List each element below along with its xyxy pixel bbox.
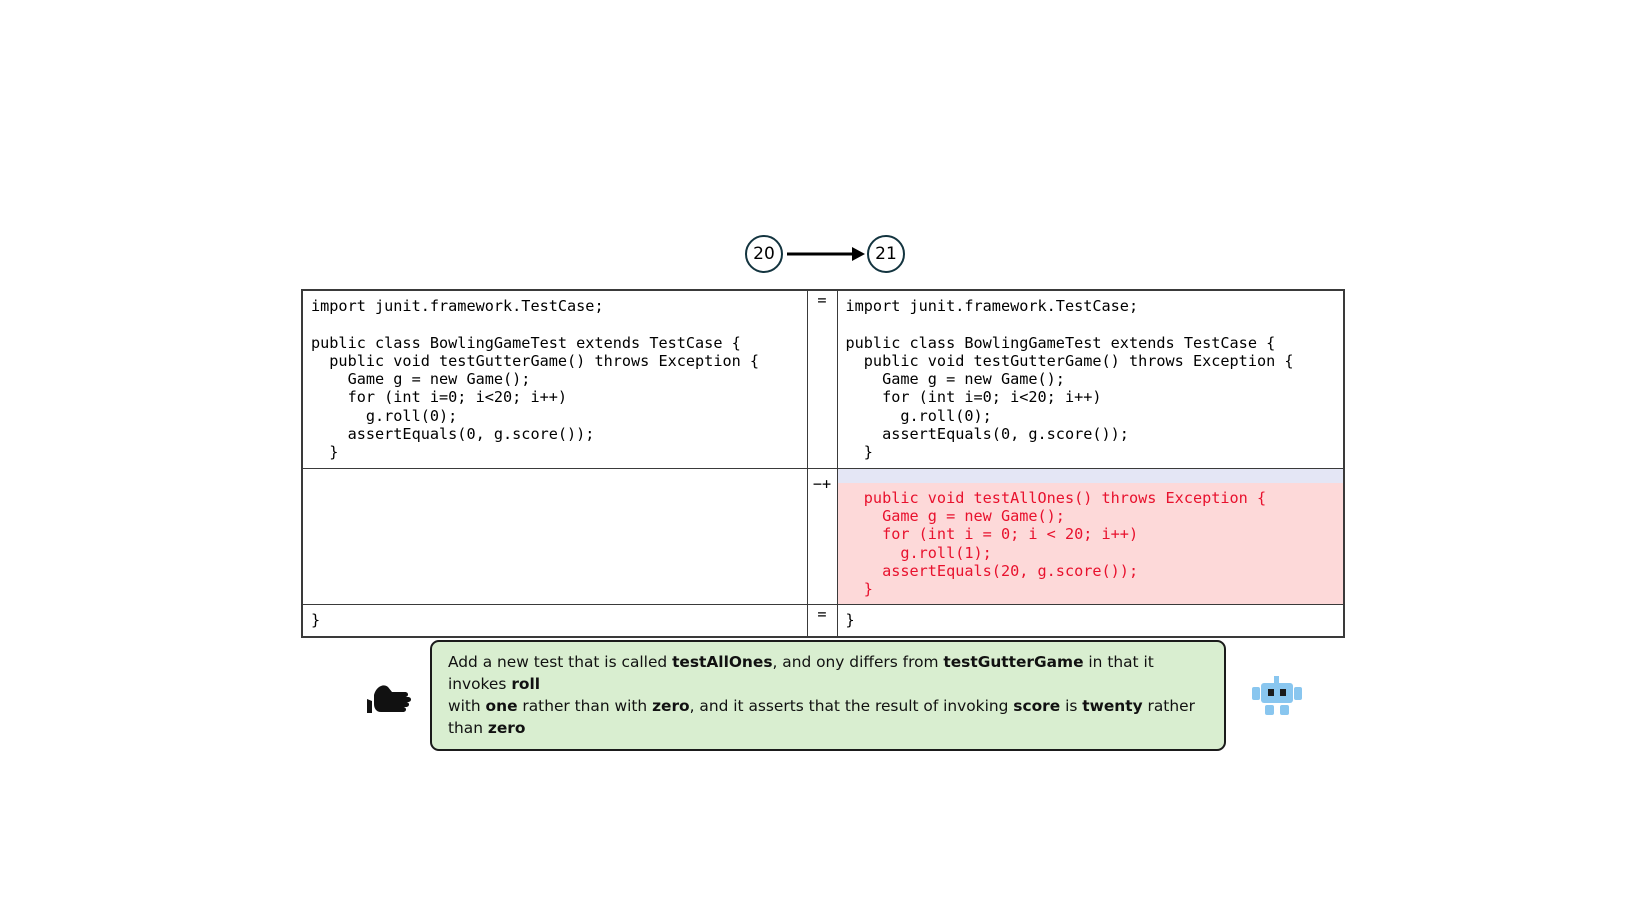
instruction-bold-testallones: testAllOnes	[672, 653, 773, 671]
diff-marker-added: −+	[806, 467, 838, 606]
robot-icon	[1248, 674, 1306, 718]
arrow-head	[852, 247, 865, 261]
instruction-text-2c: , and it asserts that the result of invo…	[689, 697, 1014, 715]
diff-right-cell-unchanged-top: import junit.framework.TestCase; public …	[836, 289, 1345, 469]
diff-left-cell-unchanged-top: import junit.framework.TestCase; public …	[301, 289, 808, 469]
diff-right-cell-unchanged-bottom: }	[836, 604, 1345, 638]
instruction-bold-one: one	[485, 697, 518, 715]
instruction-banner: Add a new test that is called testAllOne…	[430, 640, 1226, 751]
instruction-bold-testguttergame: testGutterGame	[943, 653, 1084, 671]
instruction-line-1: Add a new test that is called testAllOne…	[448, 651, 1208, 695]
diff-left-cell-added	[301, 467, 808, 606]
diff-table: import junit.framework.TestCase; public …	[301, 289, 1345, 638]
code-block-left-closing: }	[311, 611, 321, 630]
diff-right-cell-added: public void testAllOnes() throws Excepti…	[836, 467, 1345, 606]
instruction-line-2: with one rather than with zero, and it a…	[448, 695, 1208, 739]
table-row: } = }	[301, 604, 1345, 638]
diff-marker-unchanged-bottom: =	[806, 604, 838, 638]
pointing-hand-icon	[360, 673, 416, 719]
arrow-line	[787, 252, 855, 256]
code-block-right-unchanged: import junit.framework.TestCase; public …	[845, 297, 1294, 462]
instruction-text-2e: rather than	[448, 697, 1195, 737]
blank-line-highlight	[837, 468, 1343, 483]
diff-marker-unchanged-top: =	[806, 289, 838, 469]
instruction-bold-twenty: twenty	[1082, 697, 1143, 715]
instruction-text-1c: in that it invokes	[448, 653, 1154, 693]
instruction-text-2d: is	[1060, 697, 1083, 715]
right-arrow-icon	[785, 245, 865, 263]
table-row: −+ public void testAllOnes() throws Exce…	[301, 467, 1345, 606]
instruction-text-1b: , and ony differs from	[772, 653, 944, 671]
state-transition: 20 21	[745, 232, 905, 276]
state-to-label: 21	[875, 244, 897, 264]
code-block-left-unchanged: import junit.framework.TestCase; public …	[311, 297, 760, 462]
instruction-text-2b: rather than with	[517, 697, 653, 715]
instruction-bold-zero-2: zero	[487, 719, 526, 737]
table-row: import junit.framework.TestCase; public …	[301, 289, 1345, 469]
diff-left-cell-unchanged-bottom: }	[301, 604, 808, 638]
state-node-to: 21	[867, 235, 905, 273]
code-block-right-closing: }	[845, 611, 855, 630]
instruction-bold-score: score	[1013, 697, 1061, 715]
state-from-label: 20	[753, 244, 775, 264]
instruction-text-1a: Add a new test that is called	[448, 653, 673, 671]
instruction-text-2a: with	[448, 697, 486, 715]
instruction-bold-roll: roll	[511, 675, 541, 693]
code-block-right-added: public void testAllOnes() throws Excepti…	[837, 482, 1343, 605]
code-block-left-added-empty	[303, 469, 807, 481]
state-node-from: 20	[745, 235, 783, 273]
instruction-bold-zero-1: zero	[652, 697, 690, 715]
instruction-row: Add a new test that is called testAllOne…	[360, 640, 1302, 751]
